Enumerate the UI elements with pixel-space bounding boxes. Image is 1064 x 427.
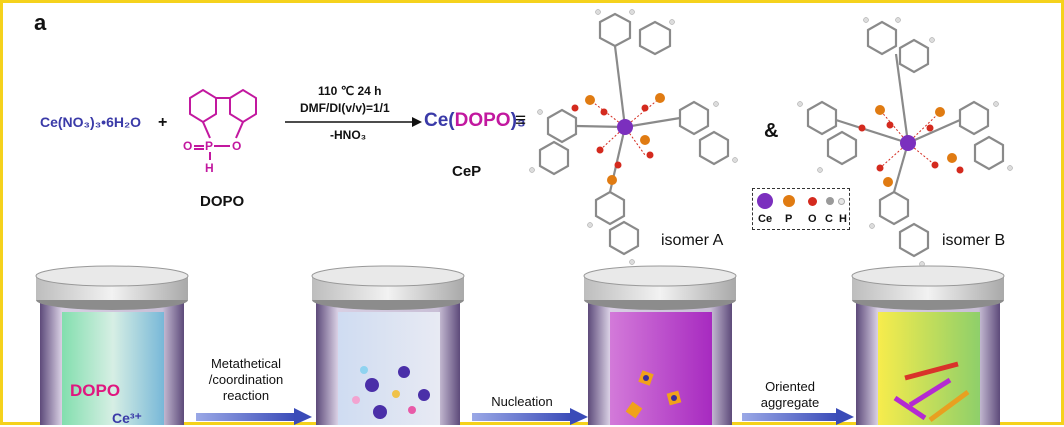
vial1-ce-ion: Ce³⁺ <box>112 410 142 426</box>
process-arrow-3 <box>742 408 854 425</box>
dopo-oxygen-double: O <box>183 139 193 153</box>
process-arrow-1 <box>196 408 312 425</box>
arrow1-line1: Metathetical <box>210 356 282 371</box>
legend-c-label: C <box>825 213 833 225</box>
dopo-phosphorus: P <box>205 139 214 153</box>
product-cerium: Ce( <box>424 110 455 131</box>
dopo-hydrogen: H <box>205 161 214 175</box>
vial-1 <box>35 265 189 425</box>
arrow3-line1: Oriented <box>765 379 815 394</box>
product-close: )₃ <box>510 110 526 131</box>
dopo-oxygen-ring: O <box>232 139 242 153</box>
dopo-label: DOPO <box>200 193 245 210</box>
legend-ce-label: Ce <box>758 213 773 225</box>
vial-2 <box>311 265 465 425</box>
product-dopo: DOPO <box>454 110 511 131</box>
vial-3 <box>583 265 737 425</box>
arrow3-line2: aggregate <box>760 395 820 410</box>
isomer-a-molecule <box>529 9 738 265</box>
arrow1-label: Metathetical /coordination reaction <box>194 356 298 404</box>
reactant-cerium-nitrate: Ce(NO₃)₃•6H₂O <box>40 114 142 130</box>
vial1-dopo-label: DOPO <box>70 381 121 400</box>
legend-h-dot <box>838 198 845 205</box>
legend-c-dot <box>826 197 834 205</box>
condition-temp-time: 110 ℃ 24 h <box>318 84 382 98</box>
legend-p-dot <box>783 195 795 207</box>
product-formula: Ce(DOPO)₃ <box>424 110 526 132</box>
dopo-structure <box>189 88 257 160</box>
arrow2-label: Nucleation <box>491 394 553 409</box>
panel-label: a <box>34 10 47 35</box>
product-name: CeP <box>452 163 482 180</box>
isomer-a-label: isomer A <box>661 232 724 249</box>
legend-p-label: P <box>785 213 793 225</box>
isomer-b-molecule <box>797 17 1013 267</box>
vial-4 <box>851 265 1005 425</box>
legend-o-dot <box>808 197 817 206</box>
process-arrow-2 <box>472 408 588 425</box>
arrow1-line2: /coordination <box>208 372 284 387</box>
equivalence-sign: ≡ <box>515 110 527 131</box>
isomer-b-label: isomer B <box>942 232 1006 249</box>
legend-o-label: O <box>808 213 817 225</box>
ampersand: & <box>764 120 779 142</box>
plus-sign: + <box>158 114 168 131</box>
atom-legend: Ce P O C H <box>752 188 850 230</box>
arrow1-line3: reaction <box>222 388 270 403</box>
legend-h-label: H <box>839 213 847 225</box>
condition-solvent: DMF/DI(v/v)=1/1 <box>300 101 390 115</box>
condition-byproduct: -HNO₃ <box>330 128 367 142</box>
legend-ce-dot <box>757 193 773 209</box>
arrow3-label: Oriented aggregate <box>742 379 838 411</box>
